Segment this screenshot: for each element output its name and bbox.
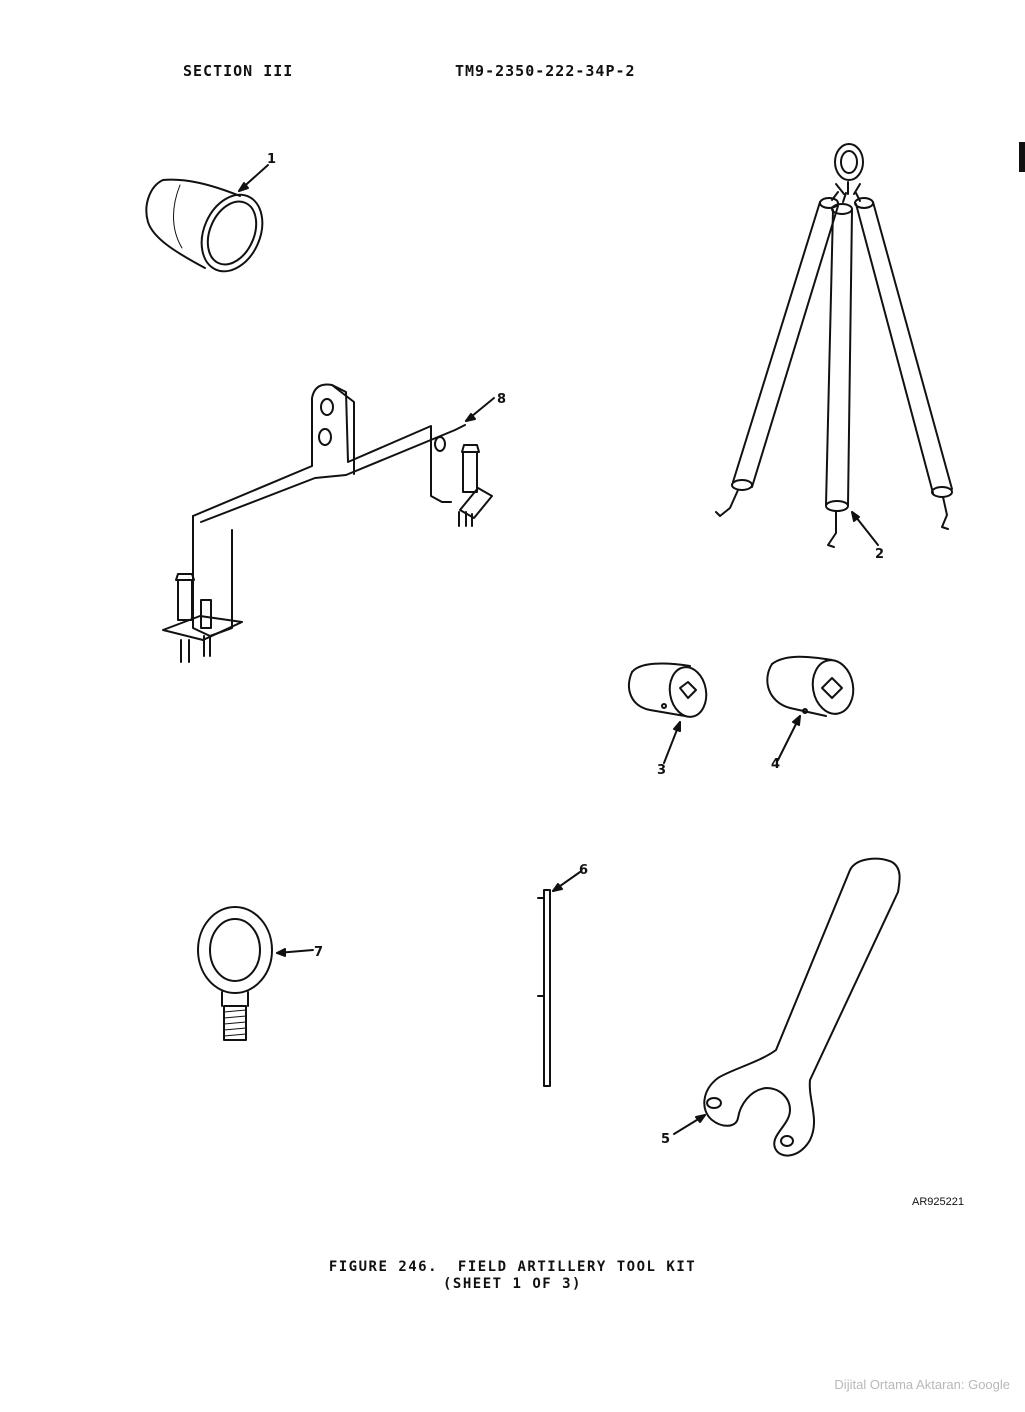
item-3-socket: 3 <box>628 662 708 778</box>
callout-2: 2 <box>875 547 884 562</box>
digitizer-credit: Dijital Ortama Aktaran: Google <box>834 1377 1010 1392</box>
item-2-sling: 2 <box>715 143 953 562</box>
page-edge-mark <box>1019 142 1025 172</box>
item-1-cone-plug: 1 <box>145 152 276 273</box>
item-6-flat-bar: 6 <box>537 863 588 1087</box>
figure-sheet-number: (SHEET 1 OF 3) <box>442 1276 582 1292</box>
callout-6: 6 <box>579 863 588 878</box>
item-8-bracket: 8 <box>162 383 506 663</box>
item-4-socket: 4 <box>766 655 855 772</box>
callout-4: 4 <box>771 757 780 772</box>
callout-1: 1 <box>267 152 276 167</box>
callout-3: 3 <box>657 763 666 778</box>
manual-number: TM9-2350-222-34P-2 <box>455 62 636 80</box>
item-7-eye-bolt: 7 <box>197 906 323 1041</box>
section-heading: SECTION III <box>183 62 294 80</box>
callout-5: 5 <box>661 1132 670 1147</box>
callout-7: 7 <box>314 945 323 960</box>
item-5-spanner-wrench: 5 <box>661 857 901 1157</box>
callout-8: 8 <box>497 392 506 407</box>
figure-caption: FIGURE 246. FIELD ARTILLERY TOOL KIT <box>328 1259 697 1275</box>
artwork-reference: AR925221 <box>912 1196 964 1208</box>
